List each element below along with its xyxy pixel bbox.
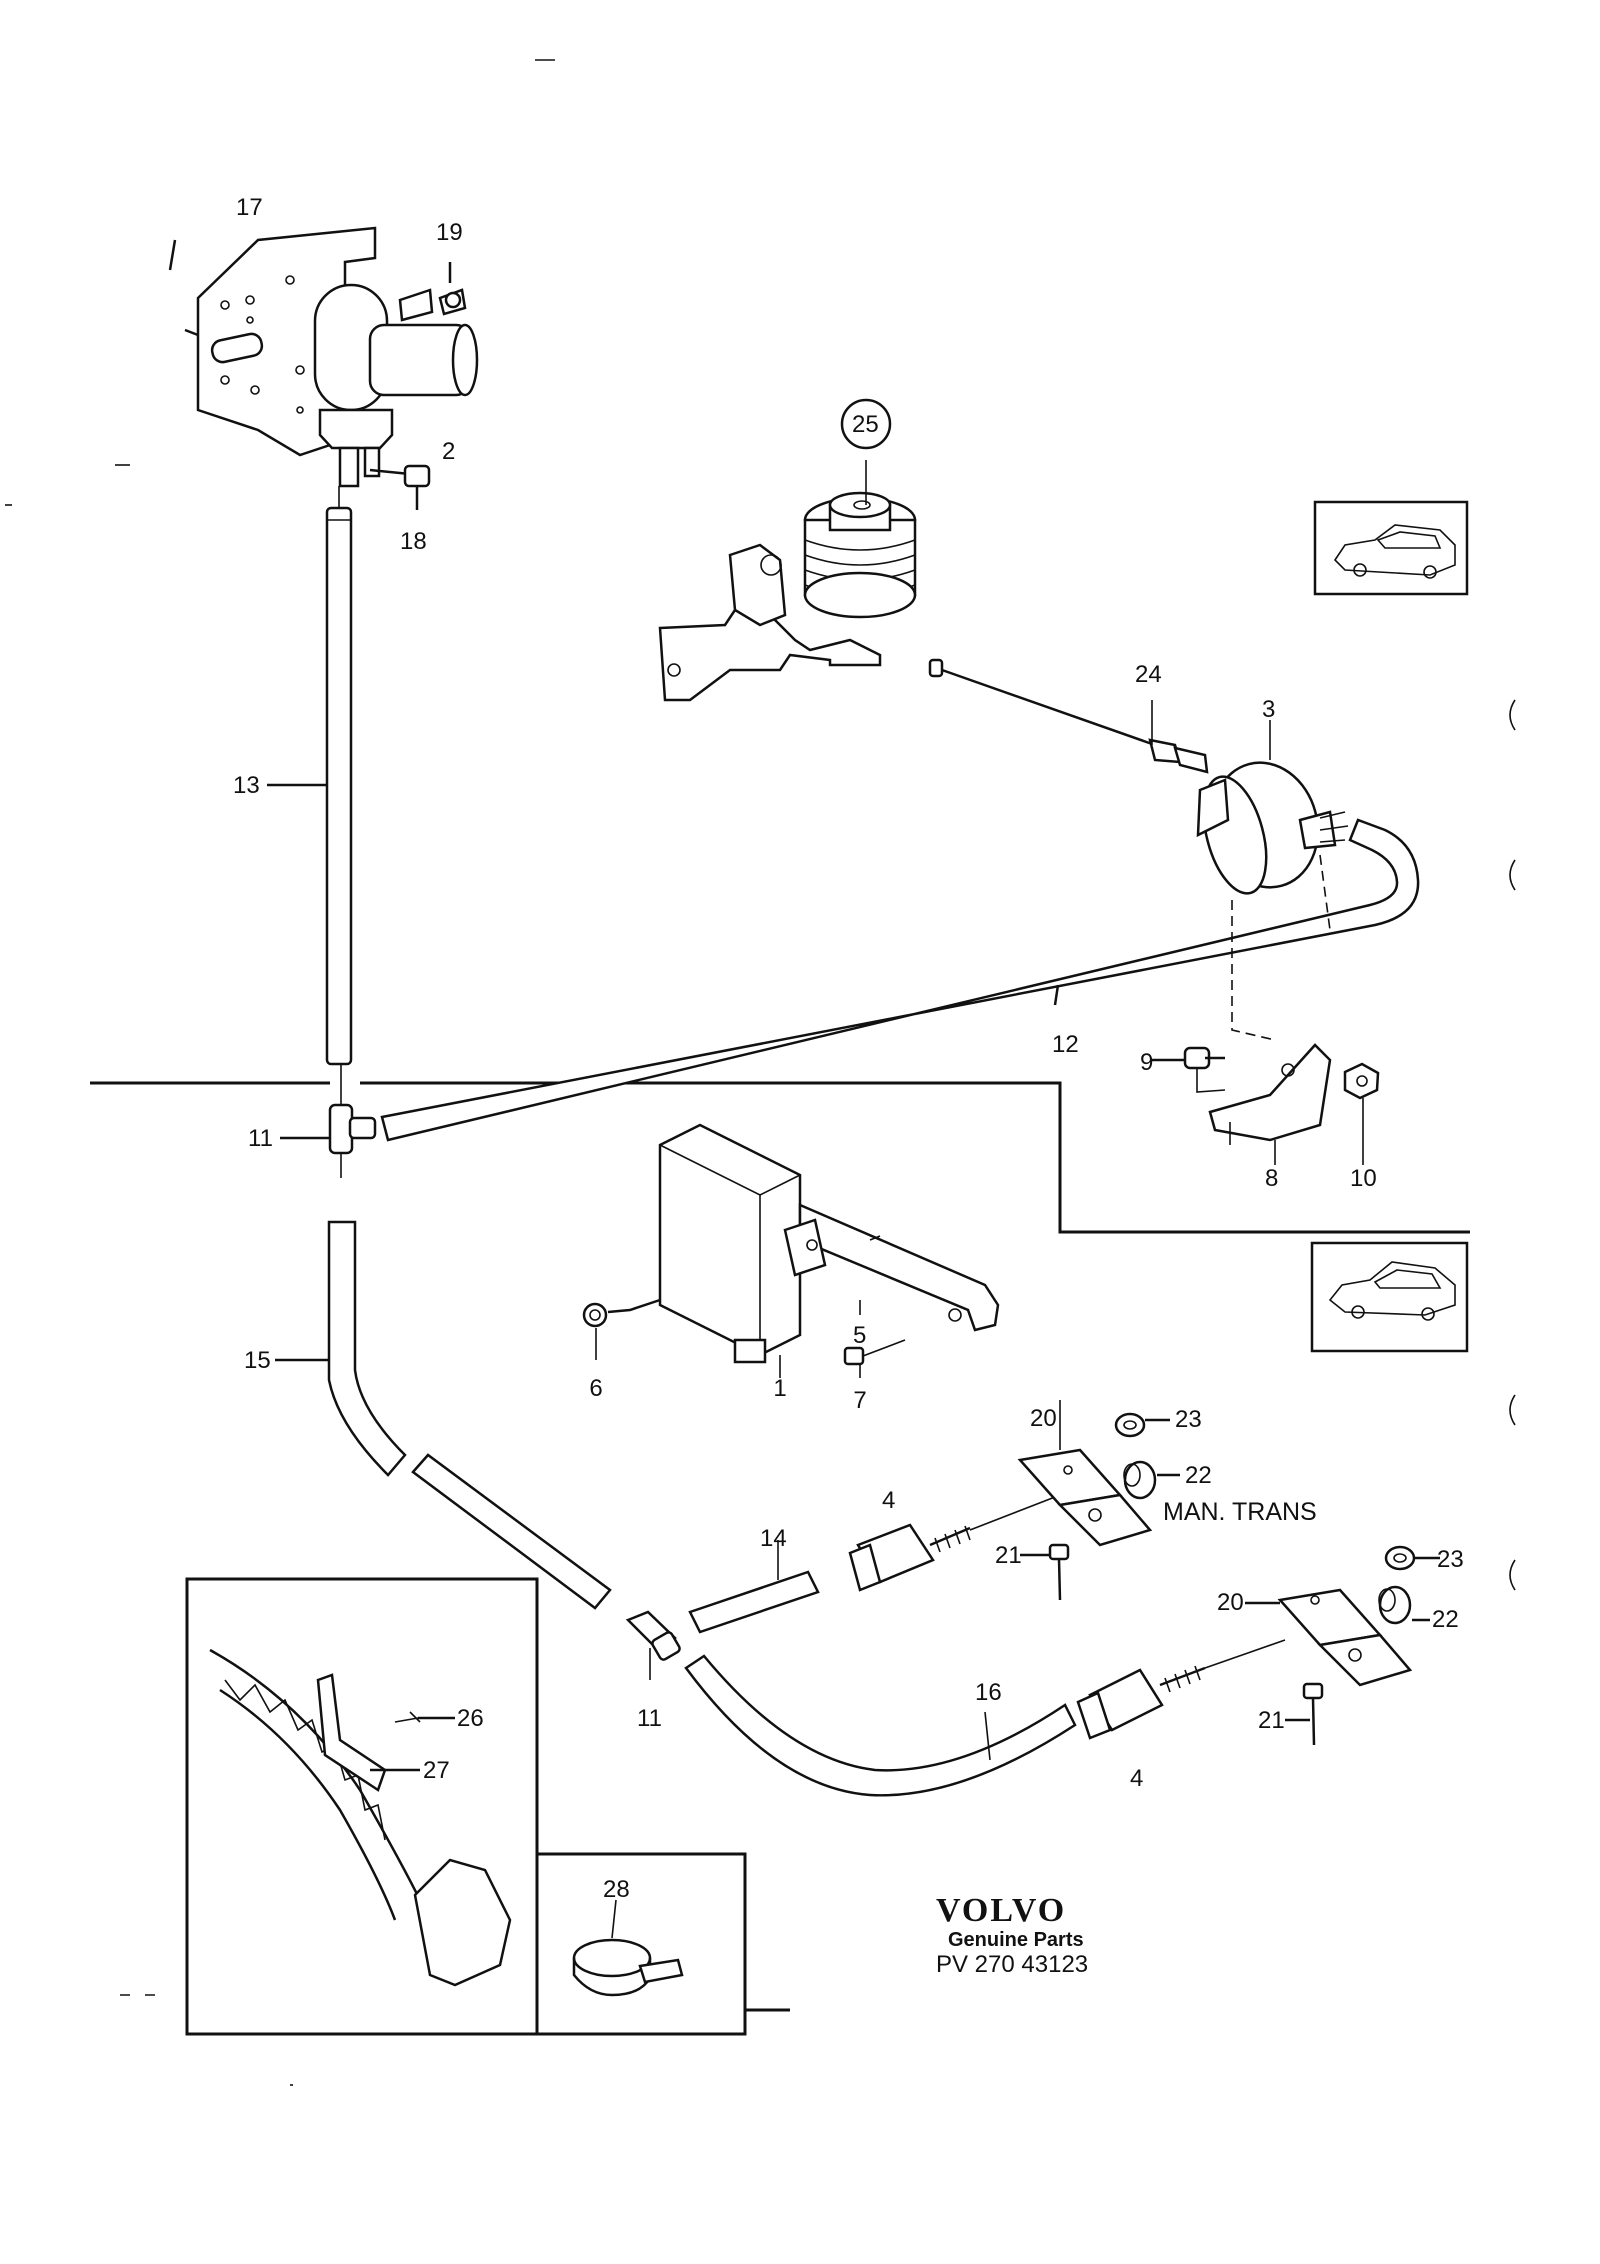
callout-10: 10 <box>1350 1165 1377 1192</box>
screw-21-lower <box>1285 1682 1324 1746</box>
callout-18: 18 <box>400 528 427 555</box>
screw-9 <box>1150 1046 1226 1093</box>
callout-11-upper: 11 <box>248 1125 273 1152</box>
bolt-18 <box>369 464 431 510</box>
hose-16 <box>684 1654 1077 1797</box>
callout-9: 9 <box>1140 1049 1153 1076</box>
vacuum-unit-25 <box>658 460 917 702</box>
callout-4-upper: 4 <box>882 1487 895 1514</box>
vacuum-actuator-3 <box>1196 720 1349 895</box>
washer-23-lower <box>1384 1545 1440 1571</box>
vacuum-pump-bracket-assembly <box>168 226 479 488</box>
callout-22-lower: 22 <box>1432 1606 1459 1633</box>
switch-bracket-20-lower <box>1245 1588 1413 1687</box>
callout-14: 14 <box>760 1525 787 1552</box>
t-connector-11-upper <box>280 1063 377 1178</box>
brand-subtitle: Genuine Parts <box>948 1929 1084 1951</box>
callout-25: 25 <box>852 411 879 438</box>
callout-3: 3 <box>1262 696 1275 723</box>
callout-15: 15 <box>244 1347 271 1374</box>
screw-21-upper <box>1020 1543 1070 1601</box>
accelerator-pedal-icon <box>209 1648 512 1987</box>
callout-27: 27 <box>423 1757 450 1784</box>
callout-11-lower: 11 <box>637 1705 662 1732</box>
dashed-mount-lines <box>1231 854 1331 1041</box>
hose-13 <box>267 486 353 1066</box>
brake-switch-4-upper <box>848 1496 1056 1592</box>
callout-7: 7 <box>853 1387 866 1414</box>
callout-12: 12 <box>1052 1031 1079 1058</box>
scan-artifacts <box>5 59 1516 2086</box>
callout-20-upper: 20 <box>1030 1405 1057 1432</box>
mounting-bracket-8 <box>1208 1043 1332 1165</box>
nut-10 <box>1343 1062 1380 1165</box>
brake-switch-4-lower <box>1076 1639 1286 1740</box>
callout-8: 8 <box>1265 1165 1278 1192</box>
mounting-bracket-5 <box>783 1203 1000 1332</box>
callout-5: 5 <box>853 1322 866 1349</box>
hose-15 <box>275 1220 407 1477</box>
hose-clamp-icon <box>572 1899 684 1997</box>
callout-21-upper: 21 <box>995 1542 1022 1569</box>
washer-23-upper <box>1114 1412 1170 1438</box>
sedan-car-icon <box>1313 500 1469 596</box>
coupe-car-icon <box>1310 1241 1469 1353</box>
hose-12 <box>380 818 1420 1142</box>
screw-7 <box>843 1339 906 1378</box>
grommet-22-upper <box>1123 1460 1180 1500</box>
screw-6 <box>582 1298 661 1360</box>
t-connector-11-lower <box>625 1610 681 1680</box>
callout-28: 28 <box>603 1876 630 1903</box>
label-circle-25 <box>840 398 892 450</box>
brand-logo: VOLVO <box>936 1892 1066 1929</box>
callout-24: 24 <box>1135 661 1162 688</box>
bolt-19 <box>438 262 467 316</box>
callout-22-upper: 22 <box>1185 1462 1212 1489</box>
switch-bracket-20-upper <box>1017 1400 1153 1547</box>
grommet-22-lower <box>1378 1585 1430 1625</box>
callout-23-upper: 23 <box>1175 1406 1202 1433</box>
callout-17: 17 <box>236 194 263 221</box>
callout-21-lower: 21 <box>1258 1707 1285 1734</box>
callout-16: 16 <box>975 1679 1002 1706</box>
callout-13: 13 <box>233 772 260 799</box>
control-rod-24 <box>928 658 1209 774</box>
hose-14 <box>688 1540 820 1634</box>
control-unit-1 <box>658 1123 802 1378</box>
man-trans-note: MAN. TRANS <box>1163 1498 1317 1526</box>
callout-6: 6 <box>589 1375 602 1402</box>
callout-20-lower: 20 <box>1217 1589 1244 1616</box>
hose-segment-diagonal <box>411 1453 612 1610</box>
callout-23-lower: 23 <box>1437 1546 1464 1573</box>
part-catalog-code: PV 270 43123 <box>936 1951 1088 1978</box>
callout-1: 1 <box>773 1375 786 1402</box>
callout-4-lower: 4 <box>1130 1765 1143 1792</box>
section-divider-lines <box>90 1081 1470 2036</box>
callout-26: 26 <box>457 1705 484 1732</box>
callout-2: 2 <box>442 438 455 465</box>
callout-19: 19 <box>436 219 463 246</box>
